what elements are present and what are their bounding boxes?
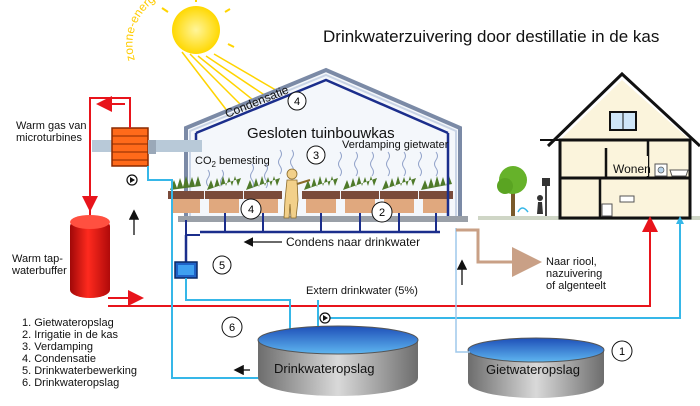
drinking-water-tank <box>257 325 419 396</box>
sewer-label-1: Naar riool, <box>546 256 597 268</box>
pump-house-supply[interactable] <box>319 312 331 324</box>
wonen-label: Wonen <box>613 162 651 176</box>
extern-drinkwater-label: Extern drinkwater (5%) <box>306 285 418 297</box>
marker-4-roof: 4 <box>287 91 307 111</box>
hot-water-pipes <box>82 96 651 307</box>
sewer-arrow <box>456 228 542 277</box>
greenhouse-title: Gesloten tuinbouwkas <box>247 125 395 142</box>
worker-figure <box>283 168 311 219</box>
legend-item: 3. Verdamping <box>22 341 93 353</box>
marker-5: 5 <box>212 255 232 275</box>
svg-text:4: 4 <box>248 204 254 216</box>
legend-item: 4. Condensatie <box>22 353 96 365</box>
condensate-gutter <box>195 78 449 135</box>
treatment-unit <box>174 261 198 279</box>
irrigation-water-tank <box>467 337 605 398</box>
evaporation-label: Verdamping gietwater <box>342 139 449 151</box>
co2-label: CO2 bemesting <box>195 155 270 169</box>
svg-text:3: 3 <box>313 150 319 162</box>
condens-label: Condens naar drinkwater <box>286 235 420 249</box>
sun-rays <box>181 51 287 113</box>
plant-bench <box>302 176 340 213</box>
sewer-label-2: nazuivering <box>546 268 602 280</box>
sun-label: zonne-energie <box>121 0 165 63</box>
marker-4-bench: 4 <box>240 198 262 220</box>
legend-item: 1. Gietwateropslag <box>22 317 114 329</box>
svg-text:1: 1 <box>619 346 625 358</box>
page-title: Drinkwaterzuivering door destillatie in … <box>323 27 659 46</box>
svg-text:4: 4 <box>294 96 300 108</box>
legend-item: 6. Drinkwateropslag <box>22 377 119 389</box>
svg-text:2: 2 <box>379 207 385 219</box>
cold-water-pipes <box>147 166 681 379</box>
legend-item: 2. Irrigatie in de kas <box>22 329 118 341</box>
marker-3: 3 <box>306 145 326 165</box>
sun-disc <box>172 6 220 54</box>
warm-water-buffer <box>70 215 110 298</box>
plant-bench <box>168 176 204 213</box>
marker-1: 1 <box>611 340 633 362</box>
marker-2: 2 <box>371 201 393 223</box>
plant-bench <box>419 176 453 213</box>
plant-bench <box>341 176 379 213</box>
warm-gas-label-1: Warm gas van <box>16 120 87 132</box>
buffer-label-1: Warm tap- <box>12 253 63 265</box>
legend-item: 5. Drinkwaterbewerking <box>22 365 137 377</box>
marker-6: 6 <box>221 316 243 338</box>
greenhouse: Condensatie Gesloten tuinbouwkas CO2 bem… <box>168 67 468 236</box>
plant-bench <box>205 176 243 213</box>
buffer-label-2: waterbuffer <box>11 265 67 277</box>
irrigation-tank-label: Gietwateropslag <box>486 362 580 377</box>
warm-gas-label-2: microturbines <box>16 132 83 144</box>
pump-heat-circuit[interactable] <box>126 174 138 186</box>
svg-text:6: 6 <box>229 322 235 334</box>
legend: 1. Gietwateropslag 2. Irrigatie in de ka… <box>22 317 137 389</box>
sewer-label-3: of algenteelt <box>546 280 606 292</box>
svg-text:5: 5 <box>219 260 225 272</box>
plant-tables <box>168 176 453 213</box>
drinking-tank-label: Drinkwateropslag <box>274 361 374 376</box>
greenhouse-floor <box>178 216 468 222</box>
house <box>478 71 700 220</box>
heat-exchanger <box>92 127 202 167</box>
